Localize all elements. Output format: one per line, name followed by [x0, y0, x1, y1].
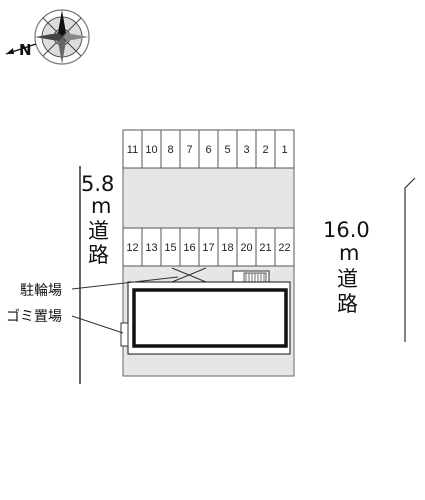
parking-row-bottom: [122, 227, 295, 267]
bottom-stall-15: 15: [164, 242, 176, 254]
top-stall-2: 2: [262, 144, 268, 156]
north-label: N: [19, 41, 32, 59]
east-road-edge: [404, 177, 416, 342]
bottom-stall-12: 12: [126, 242, 138, 254]
bottom-stall-21: 21: [259, 242, 271, 254]
building: [127, 281, 291, 355]
west-road-unit: m: [91, 194, 111, 218]
compass-rose-icon: [5, 9, 90, 65]
top-stall-3: 3: [243, 144, 249, 156]
east-road-unit: m: [339, 241, 359, 265]
top-stall-8: 8: [167, 144, 173, 156]
bottom-stall-16: 16: [183, 242, 195, 254]
garbage-area-leader: [71, 315, 124, 334]
garbage-area-label: ゴミ置場: [6, 308, 62, 325]
bottom-stall-18: 18: [221, 242, 233, 254]
west-road-width: 5.8: [81, 172, 114, 196]
west-road-name-1: 道: [88, 219, 109, 243]
bicycle-parking-leader: [71, 276, 179, 290]
east-road-width: 16.0: [323, 218, 370, 242]
bottom-stall-13: 13: [145, 242, 157, 254]
east-road-name-1: 道: [337, 267, 358, 291]
bottom-stall-17: 17: [202, 242, 214, 254]
top-stall-7: 7: [186, 144, 192, 156]
west-road-name-2: 路: [88, 243, 109, 267]
bicycle-parking-label: 駐輪場: [20, 282, 62, 299]
garbage-area: [120, 322, 129, 347]
top-stall-11: 11: [127, 144, 138, 156]
bottom-stall-20: 20: [240, 242, 252, 254]
top-stall-6: 6: [205, 144, 211, 156]
top-stall-1: 1: [281, 144, 287, 156]
bicycle-parking-area: [171, 267, 207, 283]
top-stall-10: 10: [145, 144, 157, 156]
top-stall-5: 5: [224, 144, 230, 156]
bottom-stall-22: 22: [278, 242, 290, 254]
parking-row-top: [122, 129, 295, 169]
east-road-name-2: 路: [337, 292, 358, 316]
